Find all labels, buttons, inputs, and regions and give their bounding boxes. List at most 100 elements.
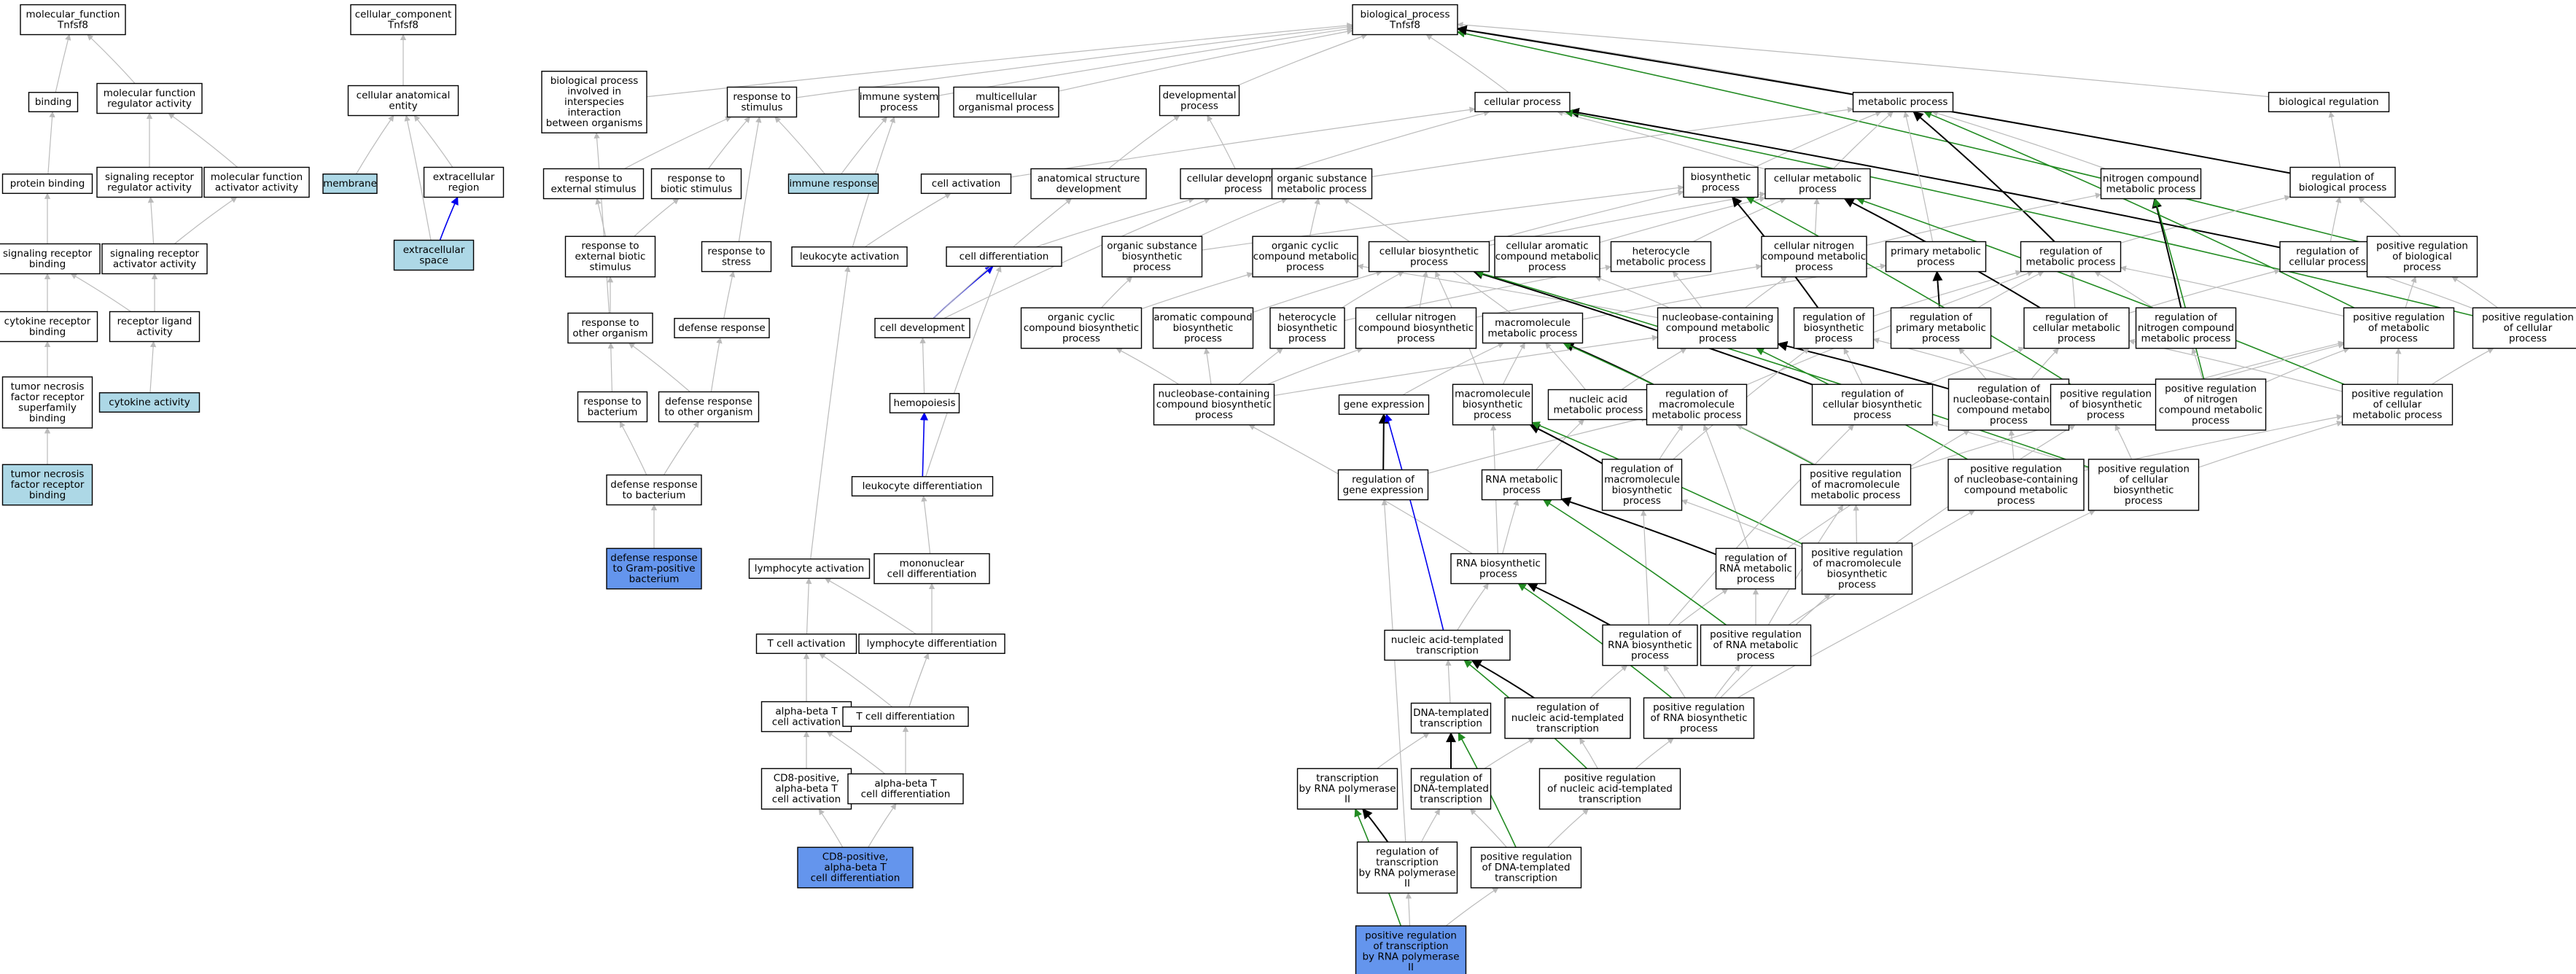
node-label-line: process [1503,484,1541,496]
edge-gray-rcmp-to-rmp [2069,270,2076,308]
node-box [1355,925,1467,974]
edge-gray-rbp-to-bioreg [2328,111,2341,168]
node-label-line: primary metabolic [1896,322,1986,334]
node-label-line: interaction [567,107,620,119]
node-label-line: regulation of [2045,312,2109,324]
node-box [1352,4,1458,36]
node-label-line: process [1195,410,1233,421]
node-label-line: biological_process [1361,9,1450,20]
node-label-line: stimulus [741,101,782,113]
edge-gray-lympha-to-leuka [810,265,851,559]
edge-gray-osbp-to-osmp [1199,198,1288,237]
edge-black-rnbcmp-to-nbcmp [1777,340,1949,390]
node-box [1646,383,1748,426]
node-label-line: positive regulation [2353,312,2445,324]
edge-gray-nbcmp-to-occmp [1357,263,1658,319]
node-box [1101,235,1203,278]
node-label-line: transcription [1495,873,1557,884]
node-label-line: binding [35,96,71,108]
node-label-line: process [1397,333,1435,345]
node-label-line: binding [29,258,66,270]
go-term-node-cellp: cellular process [1474,92,1571,112]
edge-black-rrnabp-to-rnabp [1527,583,1611,626]
node-label-line: transcription [1420,794,1482,806]
go-term-node-lympha: lymphocyte activation [748,558,871,579]
node-label-line: extracellular [403,244,465,256]
node-label-line: to other organism [664,406,752,418]
edge-gray-rnabp-to-rnamp [1502,499,1519,554]
edge-gray-dtt-to-natt [1445,659,1452,704]
node-box [1852,92,1954,112]
node-label-line: cytokine activity [109,397,190,408]
node-label-line: process [2087,410,2125,421]
edge-blue-natt-to-genex [1384,413,1444,631]
node-label-line: process [1853,410,1891,421]
edge-gray-celld-to-cdp [1035,197,1195,248]
node-label-line: primary metabolic [1891,246,1981,257]
node-label-line: aromatic compound [1153,312,1252,324]
node-label-line: process [1224,183,1262,195]
edge-gray-rtbs-to-rts [708,116,751,169]
node-label-line: Tnfsf8 [57,19,88,31]
node-box [2155,378,2267,431]
edge-gray-rla-to-srb [70,273,131,312]
node-box [726,86,798,118]
node-label-line: biosynthetic [1173,322,1234,334]
node-label-line: external stimulus [551,183,637,195]
node-box [851,476,994,496]
node-label-line: multicellular [976,91,1037,103]
node-label-line: RNA biosynthetic [1608,639,1692,651]
node-box [873,553,990,585]
node-label-line: cell development [880,322,965,334]
node-label-line: biological process [550,75,639,87]
node-box [1252,235,1358,278]
node-box [858,86,940,118]
node-label-line: process [2192,415,2230,426]
edge-gray-rdtt-to-rnatt [1484,738,1535,769]
edge-gray-drtb-to-drtoo [663,421,699,475]
edge-blue-ecs-to-ecr [439,196,459,241]
node-box [1452,383,1533,426]
node-box [674,318,770,338]
node-label-line: regulation of [1536,702,1600,714]
node-label-line: cellular metabolic [2033,322,2120,334]
node-label-line: immune system [860,91,939,103]
node-label-line: metabolic process [1652,410,1742,421]
node-label-line: process [1838,579,1876,591]
node-label-line: regulation of [1724,553,1788,564]
node-label-line: DNA-templated [1413,783,1489,795]
edge-gray-prcp-to-prbp [2451,276,2499,308]
node-box [2343,307,2455,349]
node-label-line: biosynthetic [2114,484,2174,496]
node-label-line: metabolic process [1554,404,1643,416]
edge-gray-ecr-to-cae [413,114,454,168]
edge-gray-cbp-to-biosyn [1487,190,1684,243]
node-label-line: regulation of [1802,312,1866,324]
edge-gray-prtrp2-to-prdtt [1445,887,1499,927]
node-label-line: macromolecule [1604,474,1680,486]
edge-gray-tcella-to-lympha [805,577,812,634]
edge-black-rcp-to-cellp [1568,107,2281,249]
node-box [755,634,857,654]
edge-gray-mcd-to-leukd [921,495,931,554]
node-label-line: heterocycle [1279,312,1336,324]
node-label-line: activity [136,326,173,338]
node-label-line: metabolic process [1811,490,1901,502]
node-label-line: transcription [1579,794,1641,806]
edge-green-prbsp-to-biosyn [1746,196,2071,385]
node-label-line: extracellular [433,171,495,183]
